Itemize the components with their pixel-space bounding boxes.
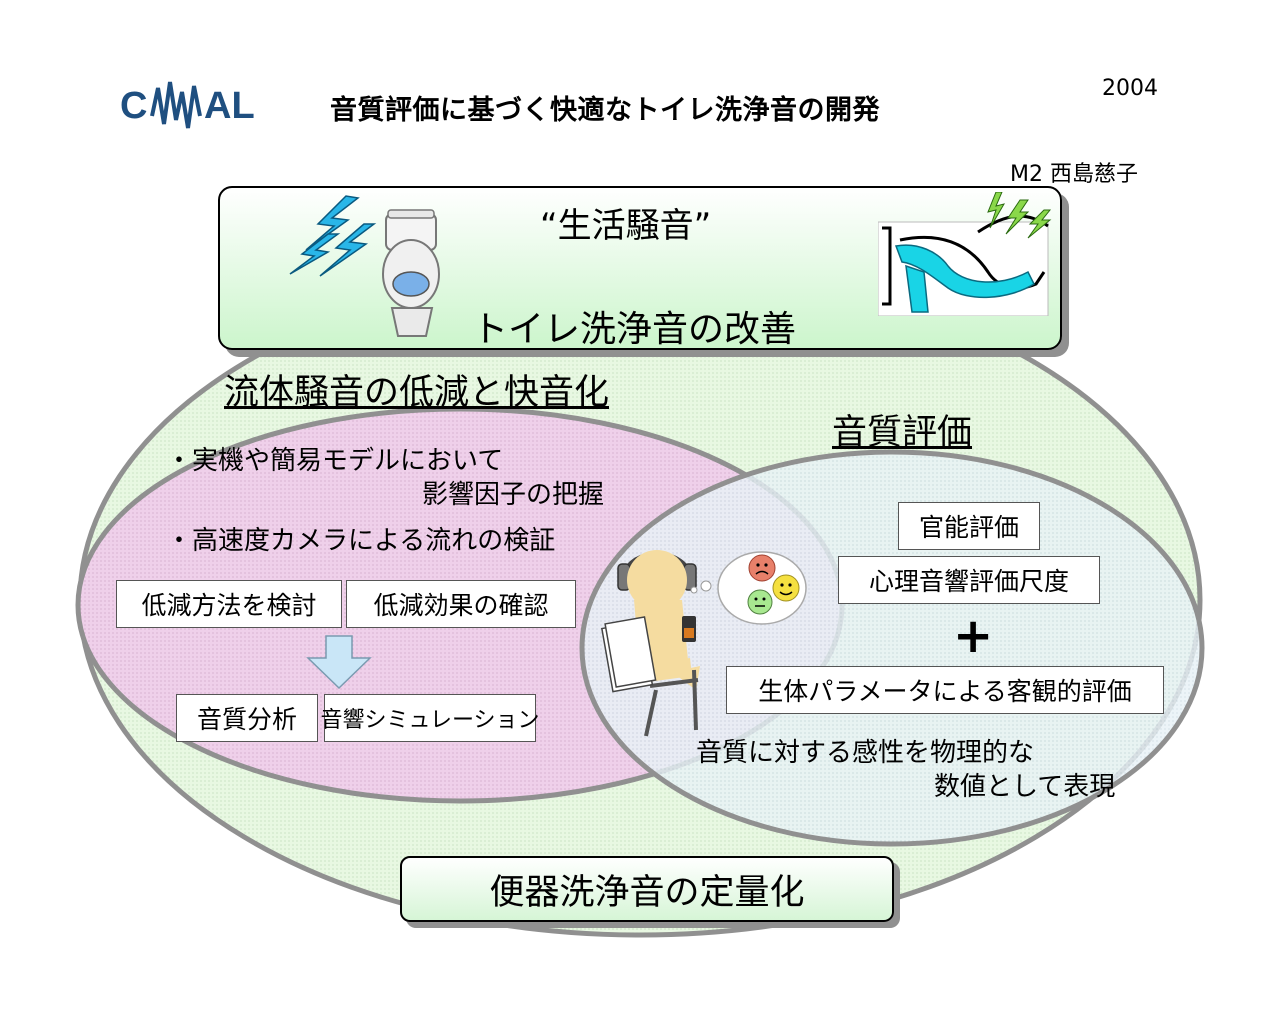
box-reduction-method: 低減方法を検討 bbox=[116, 580, 342, 628]
quantification-box: 便器洗浄音の定量化 bbox=[400, 856, 894, 922]
description-line-2: 数値として表現 bbox=[934, 772, 1116, 802]
bullet-model-investigation-cont: 影響因子の把握 bbox=[422, 480, 605, 510]
improvement-target-label: トイレ洗浄音の改善 bbox=[472, 309, 797, 350]
year-label: 2004 bbox=[1102, 76, 1158, 101]
bullet-model-investigation: ・実機や簡易モデルにおいて bbox=[166, 446, 504, 476]
author-label: M2 西島慈子 bbox=[1010, 162, 1138, 187]
listener-figure-icon bbox=[600, 550, 700, 737]
lightning-icon-left bbox=[289, 195, 377, 277]
toilet-icon bbox=[382, 209, 440, 337]
box-acoustic-simulation: 音響シミュレーション bbox=[320, 694, 540, 742]
box-psychoacoustic-scale: 心理音響評価尺度 bbox=[838, 556, 1100, 604]
right-section-heading: 音質評価 bbox=[832, 413, 973, 453]
right-ellipse bbox=[579, 449, 1205, 847]
box-sensory-evaluation: 官能評価 bbox=[898, 502, 1040, 550]
svg-text:C: C bbox=[120, 85, 147, 127]
box-biological-evaluation: 生体パラメータによる客観的評価 bbox=[726, 666, 1164, 714]
box-sound-analysis: 音質分析 bbox=[176, 694, 318, 742]
svg-text:AL: AL bbox=[204, 85, 255, 127]
living-noise-label: “生活騒音” bbox=[540, 206, 712, 246]
bullet-high-speed-camera: ・高速度カメラによる流れの検証 bbox=[166, 526, 556, 556]
camal-logo: C AL bbox=[120, 81, 255, 129]
thought-bubble-faces-icon bbox=[690, 551, 807, 625]
toilet-cross-section-icon bbox=[878, 192, 1052, 316]
box-reduction-effect: 低減効果の確認 bbox=[346, 580, 576, 628]
plus-sign: + bbox=[953, 608, 994, 664]
left-down-arrow bbox=[306, 635, 372, 690]
left-section-heading: 流体騒音の低減と快音化 bbox=[224, 373, 610, 413]
page-title: 音質評価に基づく快適なトイレ洗浄音の開発 bbox=[330, 95, 880, 126]
description-line-1: 音質に対する感性を物理的な bbox=[696, 738, 1035, 768]
